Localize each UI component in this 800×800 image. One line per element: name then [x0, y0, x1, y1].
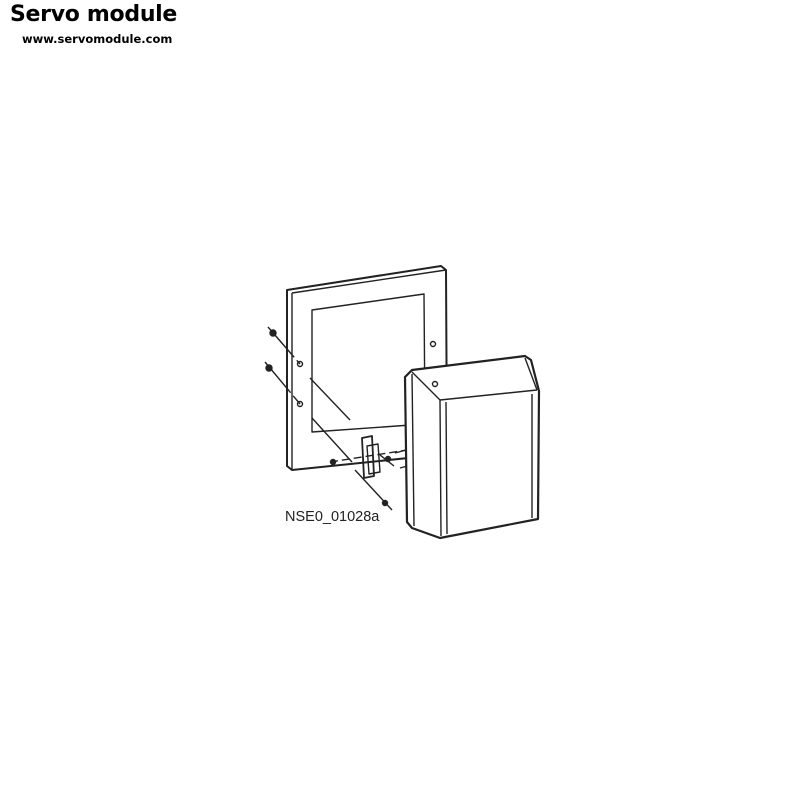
screws-left: [264, 326, 421, 511]
brand-url: www.servomodule.com: [22, 32, 173, 46]
housing-hole: [431, 380, 439, 388]
brand-title: Servo module: [10, 2, 178, 27]
servo-module-housing: [403, 354, 541, 540]
panel-hole: [296, 360, 304, 368]
diagram-label: NSE0_01028a: [285, 509, 380, 525]
panel-hole: [429, 340, 437, 348]
connector: [361, 435, 395, 479]
panel-hole: [296, 400, 304, 408]
